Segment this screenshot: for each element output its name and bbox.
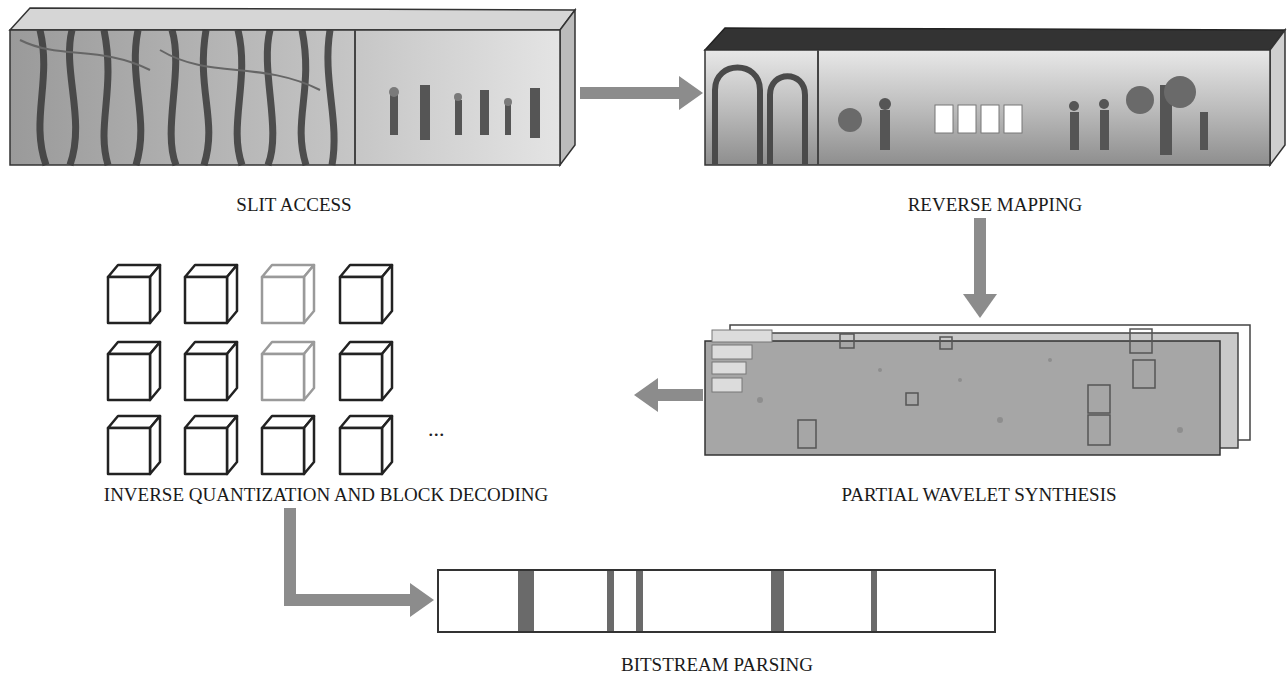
ellipsis-label: ... (428, 418, 445, 440)
panorama-volume (705, 28, 1285, 165)
stage-label: INVERSE QUANTIZATION AND BLOCK DECODING (104, 484, 548, 506)
code-blocks (108, 265, 392, 474)
slit-access-stage: SLIT ACCESS (8, 4, 580, 218)
block-decoding-stage: INVERSE QUANTIZATION AND BLOCK DECODING (18, 256, 634, 508)
bitstream-bar (438, 570, 995, 632)
stage-label: PARTIAL WAVELET SYNTHESIS (841, 484, 1116, 506)
wavelet-synthesis-stage: PARTIAL WAVELET SYNTHESIS (703, 318, 1255, 508)
flow-arrow (634, 378, 703, 412)
stage-label: REVERSE MAPPING (908, 194, 1083, 216)
flow-arrow (963, 218, 997, 318)
stage-label: BITSTREAM PARSING (621, 654, 813, 676)
flow-arrow (290, 508, 434, 617)
bitstream-stage: BITSTREAM PARSING (434, 564, 1000, 678)
slit-volume (10, 8, 575, 165)
reverse-mapping-stage: REVERSE MAPPING (703, 24, 1287, 218)
wavelet-volume (705, 325, 1250, 455)
flow-arrow (580, 76, 703, 110)
stage-label: SLIT ACCESS (236, 194, 351, 216)
